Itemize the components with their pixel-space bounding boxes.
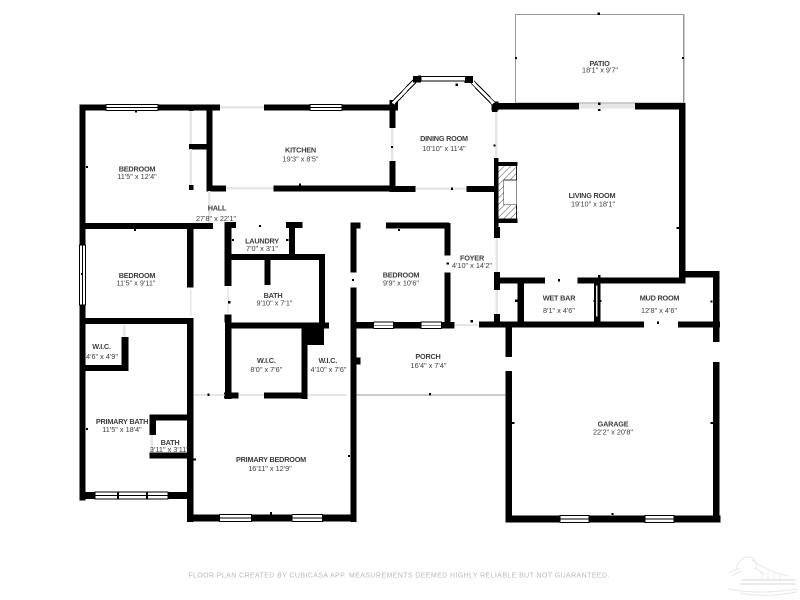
svg-text:18'1" x 9'7": 18'1" x 9'7" [582, 65, 618, 74]
svg-text:3'11" x 3'11": 3'11" x 3'11" [150, 445, 189, 454]
svg-text:GARAGE: GARAGE [598, 419, 629, 428]
svg-text:PATIO: PATIO [589, 59, 610, 68]
svg-text:4'10" x 7'6": 4'10" x 7'6" [311, 365, 347, 374]
svg-text:BEDROOM: BEDROOM [383, 271, 420, 280]
svg-text:DINING ROOM: DINING ROOM [420, 134, 468, 143]
svg-text:11'5" x 9'11": 11'5" x 9'11" [117, 278, 156, 287]
svg-text:BATH: BATH [264, 291, 283, 300]
svg-text:LAUNDRY: LAUNDRY [245, 236, 279, 245]
svg-text:PRIMARY BATH: PRIMARY BATH [96, 417, 148, 426]
svg-text:PRIMARY BEDROOM: PRIMARY BEDROOM [236, 455, 306, 464]
svg-text:11'5" x 12'4": 11'5" x 12'4" [117, 172, 157, 181]
svg-text:W.I.C.: W.I.C. [257, 356, 276, 365]
svg-text:BEDROOM: BEDROOM [119, 271, 156, 280]
svg-text:FLOOR PLAN CREATED BY CUBICASA: FLOOR PLAN CREATED BY CUBICASA APP. MEAS… [188, 572, 609, 579]
svg-text:19'10" x 18'1": 19'10" x 18'1" [571, 199, 615, 208]
svg-text:7'0" x 3'1": 7'0" x 3'1" [246, 244, 278, 253]
svg-text:4'10" x 14'2": 4'10" x 14'2" [452, 261, 492, 270]
svg-text:4'6" x 4'9": 4'6" x 4'9" [86, 352, 118, 361]
svg-text:8'1" x 4'6": 8'1" x 4'6" [543, 306, 575, 315]
svg-text:PORCH: PORCH [415, 352, 440, 361]
svg-text:10'10" x 11'4": 10'10" x 11'4" [422, 144, 466, 153]
svg-text:LIVING ROOM: LIVING ROOM [569, 191, 616, 200]
svg-text:W.I.C.: W.I.C. [318, 356, 337, 365]
svg-text:W.I.C.: W.I.C. [92, 342, 111, 351]
svg-text:9'10" x 7'1": 9'10" x 7'1" [257, 298, 293, 307]
svg-text:MUD ROOM: MUD ROOM [640, 294, 680, 303]
svg-text:27'8" x 22'1": 27'8" x 22'1" [196, 214, 236, 223]
svg-text:12'8" x 4'6": 12'8" x 4'6" [641, 306, 677, 315]
svg-text:9'9" x 10'6": 9'9" x 10'6" [383, 279, 419, 288]
svg-text:KITCHEN: KITCHEN [285, 146, 316, 155]
svg-text:22'2" x 20'8": 22'2" x 20'8" [593, 427, 633, 436]
svg-text:16'11" x 12'9": 16'11" x 12'9" [248, 464, 292, 473]
svg-text:8'0" x 7'6": 8'0" x 7'6" [250, 365, 282, 374]
svg-text:19'3" x 8'5": 19'3" x 8'5" [283, 155, 319, 164]
svg-text:BATH: BATH [161, 438, 180, 447]
svg-text:11'5" x 18'4": 11'5" x 18'4" [102, 425, 142, 434]
svg-text:HALL: HALL [208, 203, 227, 212]
svg-text:16'4" x 7'4": 16'4" x 7'4" [411, 361, 447, 370]
svg-text:BEDROOM: BEDROOM [119, 164, 156, 173]
svg-text:WET BAR: WET BAR [543, 294, 576, 303]
svg-text:FOYER: FOYER [460, 254, 485, 263]
